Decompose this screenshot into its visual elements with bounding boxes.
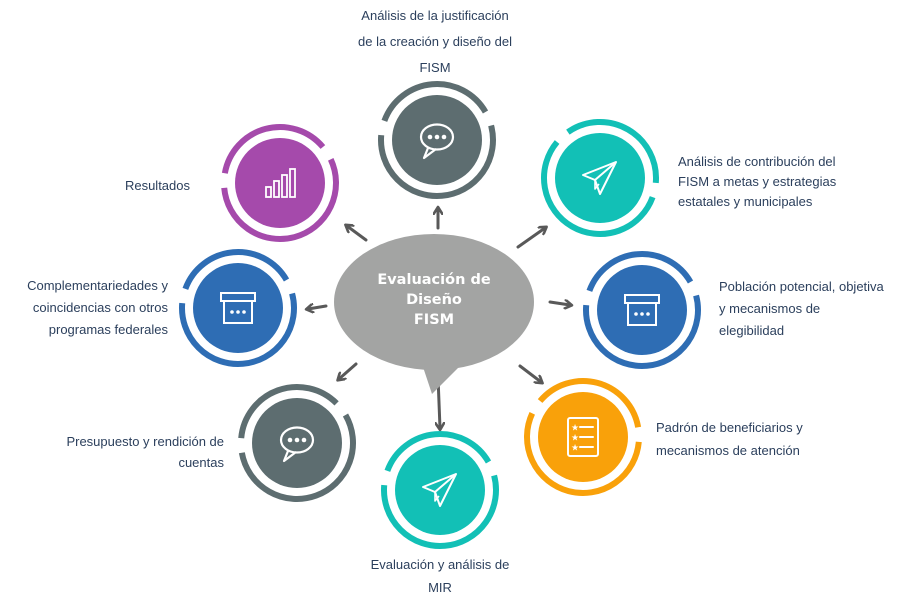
node-ring-arc bbox=[524, 412, 642, 496]
node-padron: ★★★ bbox=[524, 378, 642, 496]
label-complementariedades-line-1: Complementariedades y bbox=[27, 278, 168, 293]
label-mir-line-1: Evaluación y análisis de bbox=[370, 557, 510, 572]
box-icon bbox=[624, 294, 660, 326]
arrow-complementariedades bbox=[308, 306, 328, 309]
label-justificacion: Análisis de la justificación de la creac… bbox=[330, 6, 540, 78]
svg-text:★: ★ bbox=[571, 434, 579, 444]
label-justificacion-line-3: FISM bbox=[419, 60, 451, 75]
node-ring-arc bbox=[566, 119, 659, 184]
node-ring-arc bbox=[238, 384, 339, 439]
chat-bubble-icon bbox=[279, 426, 315, 463]
label-complementariedades-line-2: coincidencias con otros bbox=[32, 300, 168, 315]
hub-title-line-2: Diseño bbox=[406, 292, 462, 308]
label-poblacion-line-2: y mecanismos de bbox=[719, 301, 821, 316]
node-ring-arc bbox=[537, 378, 642, 428]
hub-title: Evaluación de Diseño FISM bbox=[354, 270, 514, 330]
label-resultados: Resultados bbox=[90, 176, 190, 196]
node-circle bbox=[252, 398, 342, 488]
paper-plane-icon bbox=[422, 473, 457, 507]
box-icon bbox=[220, 292, 256, 324]
chat-bubble-icon bbox=[419, 123, 455, 160]
node-circle bbox=[392, 95, 482, 185]
label-contribucion: Análisis de contribución del FISM a meta… bbox=[678, 152, 893, 212]
label-complementariedades: Complementariedades y coincidencias con … bbox=[6, 276, 168, 340]
node-ring-arc bbox=[381, 474, 499, 549]
node-ring-arc bbox=[182, 249, 290, 290]
node-ring-arc bbox=[378, 124, 496, 199]
checklist-icon: ★★★ bbox=[567, 417, 599, 457]
node-circle bbox=[597, 265, 687, 355]
bar-chart-icon bbox=[265, 168, 296, 198]
node-mir bbox=[381, 431, 499, 549]
node-justificacion bbox=[378, 81, 496, 199]
label-contribucion-line-2: FISM a metas y estrategias bbox=[678, 174, 837, 189]
label-presupuesto-line-2: cuentas bbox=[178, 455, 224, 470]
label-resultados-line-1: Resultados bbox=[124, 178, 190, 193]
arrow-padron bbox=[518, 364, 541, 382]
label-contribucion-line-1: Análisis de contribución del bbox=[678, 154, 836, 169]
label-padron-line-2: mecanismos de atención bbox=[656, 443, 800, 458]
node-resultados bbox=[221, 124, 339, 242]
label-mir: Evaluación y análisis de MIR bbox=[340, 555, 540, 598]
node-ring-arc bbox=[221, 158, 339, 242]
label-justificacion-line-1: Análisis de la justificación bbox=[361, 8, 509, 23]
arrow-contribucion bbox=[516, 228, 545, 249]
label-padron-line-1: Padrón de beneficiarios y bbox=[656, 420, 803, 435]
arrow-presupuesto bbox=[339, 362, 358, 379]
label-complementariedades-line-3: programas federales bbox=[48, 322, 168, 337]
arrow-poblacion bbox=[548, 302, 570, 305]
node-poblacion bbox=[583, 251, 701, 369]
label-contribucion-line-3: estatales y municipales bbox=[678, 194, 813, 209]
svg-text:★: ★ bbox=[571, 444, 579, 454]
hub-bubble-tail bbox=[422, 364, 460, 394]
hub-title-line-1: Evaluación de bbox=[377, 272, 491, 288]
node-ring-arc bbox=[238, 413, 356, 502]
node-ring-arc bbox=[586, 251, 694, 292]
label-justificacion-line-2: de la creación y diseño del bbox=[358, 34, 512, 49]
node-contribucion bbox=[541, 119, 659, 237]
node-ring-arc bbox=[384, 431, 492, 472]
node-ring-arc bbox=[583, 294, 701, 369]
label-padron: Padrón de beneficiarios y mecanismos de … bbox=[656, 418, 856, 461]
node-circle bbox=[555, 133, 645, 223]
node-presupuesto bbox=[238, 384, 356, 502]
label-poblacion-line-3: elegibilidad bbox=[719, 323, 785, 338]
node-ring-arc bbox=[541, 140, 656, 237]
label-mir-line-2: MIR bbox=[428, 580, 452, 595]
node-ring-arc bbox=[221, 124, 326, 174]
node-ring-arc bbox=[179, 292, 297, 367]
node-ring-arc bbox=[381, 81, 489, 122]
node-circle bbox=[235, 138, 325, 228]
hub-bubble bbox=[334, 234, 534, 370]
node-complementariedades bbox=[179, 249, 297, 367]
label-poblacion: Población potencial, objetiva y mecanism… bbox=[719, 277, 899, 341]
label-presupuesto: Presupuesto y rendición de cuentas bbox=[30, 432, 224, 473]
node-circle bbox=[395, 445, 485, 535]
paper-plane-icon bbox=[582, 161, 617, 195]
label-presupuesto-line-1: Presupuesto y rendición de bbox=[66, 434, 224, 449]
svg-text:★: ★ bbox=[571, 424, 579, 434]
arrow-resultados bbox=[347, 226, 368, 242]
node-circle bbox=[193, 263, 283, 353]
hub-title-line-3: FISM bbox=[413, 312, 455, 328]
label-poblacion-line-1: Población potencial, objetiva bbox=[719, 279, 884, 294]
